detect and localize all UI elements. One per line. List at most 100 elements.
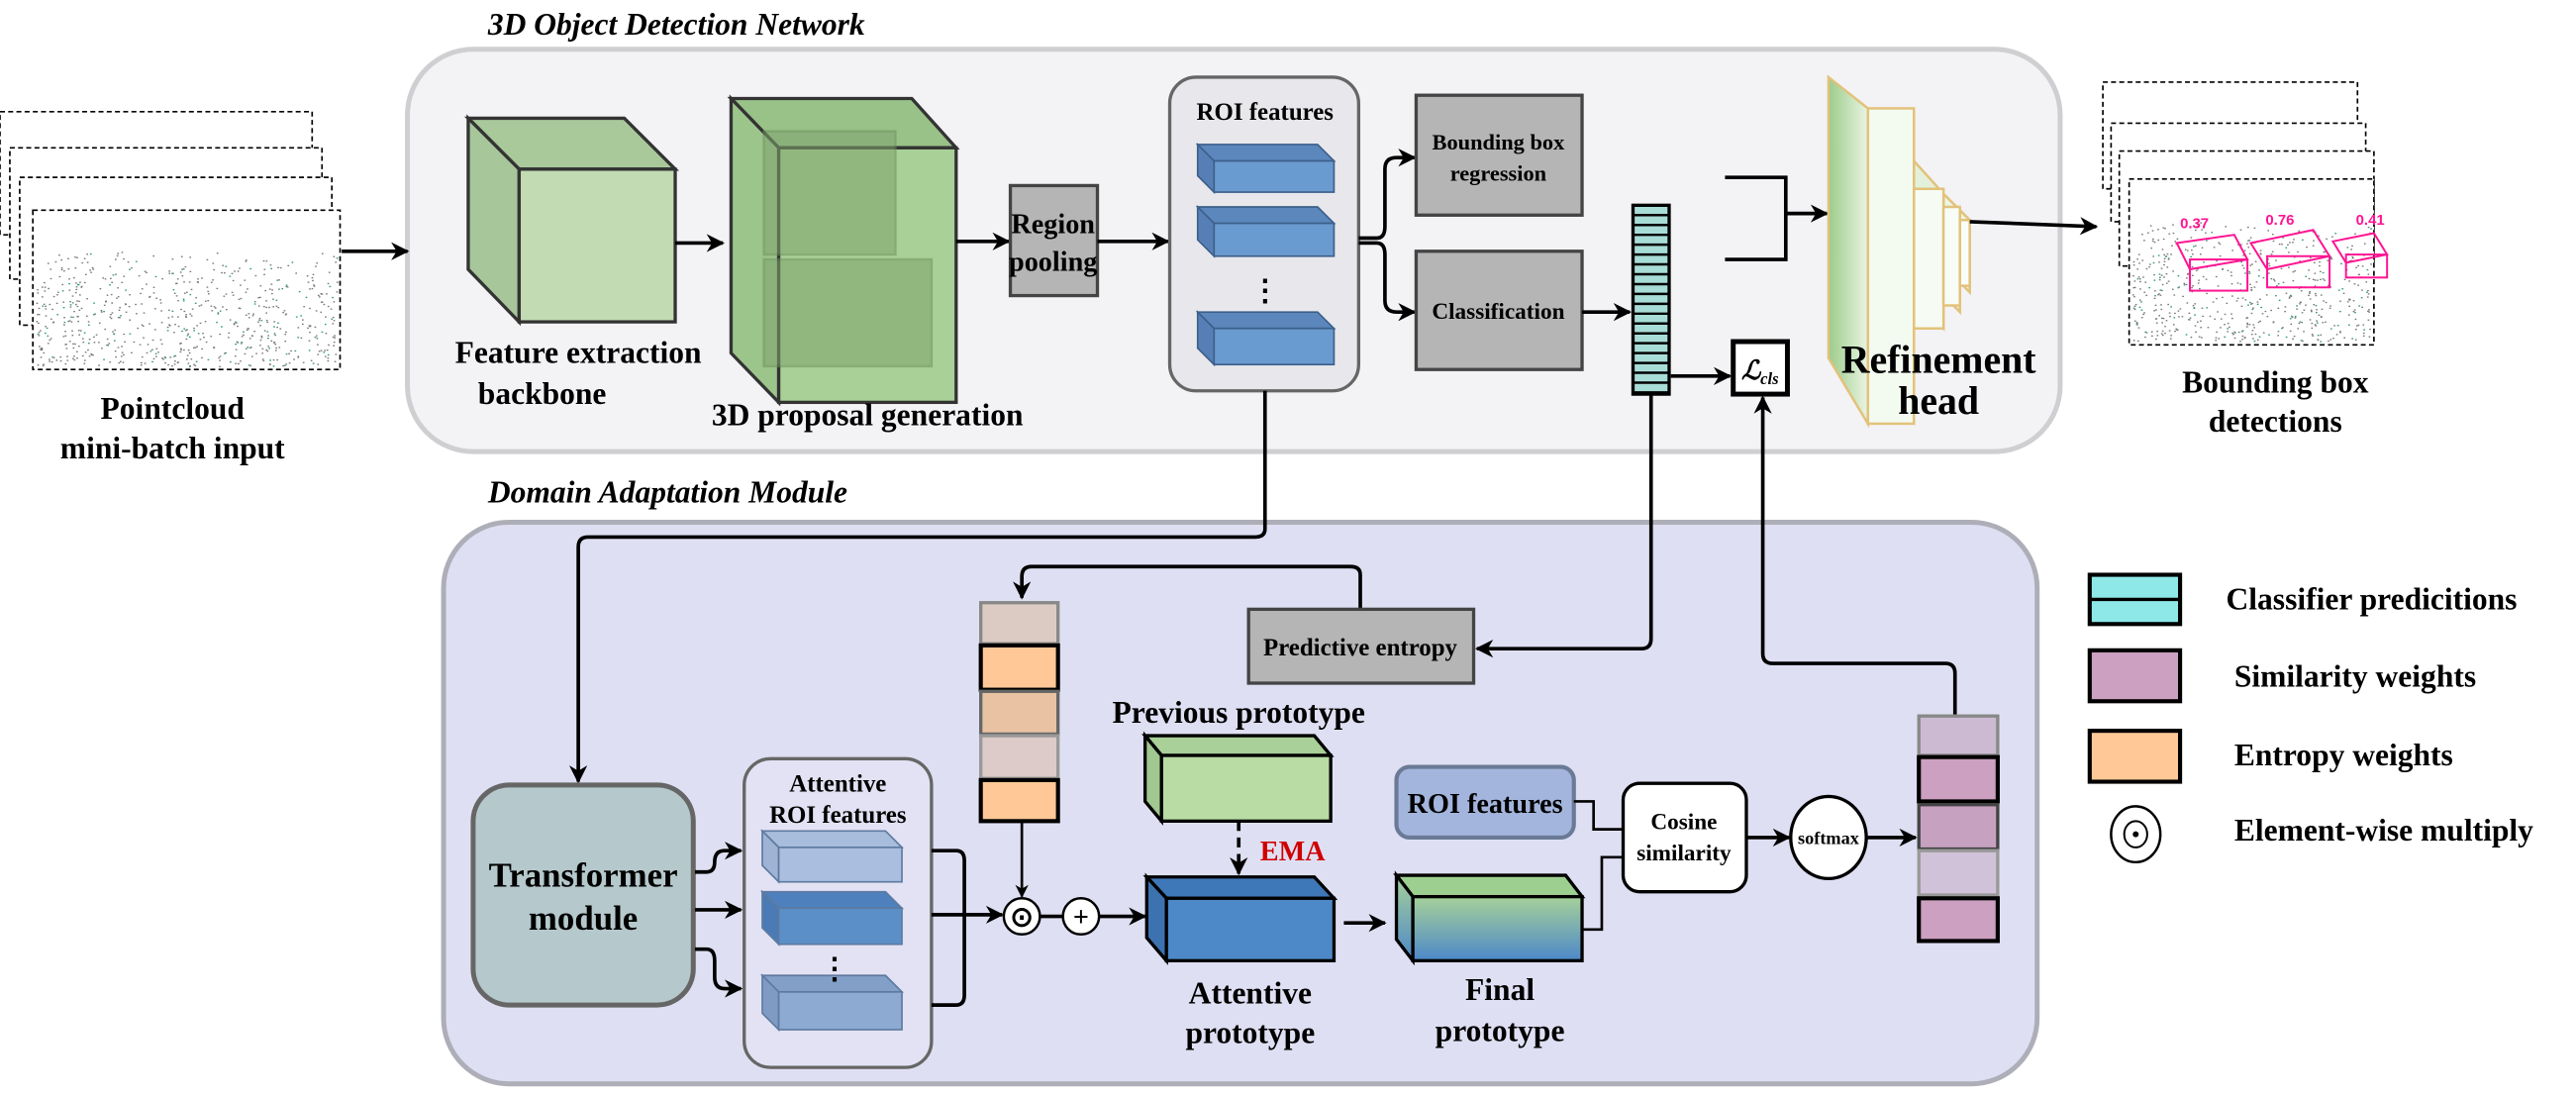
point [184, 330, 187, 332]
point [75, 286, 78, 288]
point [2156, 331, 2159, 333]
point [2211, 232, 2214, 234]
point [149, 296, 150, 298]
point [2149, 263, 2151, 265]
point [161, 277, 163, 280]
point [2148, 266, 2150, 268]
point [2194, 325, 2197, 327]
point [190, 288, 193, 291]
point [37, 314, 39, 316]
point [2245, 326, 2248, 328]
point [2366, 296, 2369, 298]
point [2367, 310, 2369, 312]
point [2178, 316, 2180, 318]
point [2322, 322, 2325, 324]
point [181, 274, 184, 277]
point [312, 273, 315, 275]
point [87, 343, 90, 345]
point [2196, 226, 2198, 228]
point [2339, 331, 2341, 333]
point [2368, 336, 2371, 338]
point [2133, 280, 2136, 282]
point [78, 334, 80, 336]
point [2248, 301, 2251, 304]
point [2233, 337, 2236, 340]
point [59, 355, 62, 358]
point [2325, 321, 2327, 323]
point [2354, 311, 2356, 314]
point [2253, 227, 2256, 230]
point [321, 331, 324, 334]
point [2209, 315, 2212, 318]
point [2190, 255, 2193, 258]
point [2369, 328, 2371, 331]
point [2174, 241, 2177, 243]
point [2162, 238, 2165, 241]
point [234, 270, 236, 272]
point [92, 353, 94, 356]
point [2314, 292, 2317, 295]
point [297, 337, 300, 339]
point [2133, 305, 2136, 308]
point [2137, 327, 2140, 329]
point [325, 316, 327, 318]
point [2168, 330, 2171, 332]
point [76, 300, 78, 302]
point [2233, 332, 2236, 334]
point [2249, 264, 2252, 266]
point [270, 292, 273, 295]
point [233, 323, 236, 325]
point [47, 343, 50, 345]
point [83, 362, 86, 364]
point [240, 360, 242, 362]
point [318, 296, 321, 298]
point [2193, 307, 2196, 309]
point [2166, 252, 2169, 255]
point [2367, 289, 2369, 292]
point [154, 352, 157, 354]
point [68, 320, 71, 322]
point [187, 333, 190, 336]
point [2254, 333, 2257, 336]
point [2201, 247, 2204, 249]
point [147, 344, 149, 346]
point [2186, 302, 2189, 304]
point [2270, 253, 2273, 255]
point [317, 353, 320, 355]
point [285, 285, 288, 288]
point [2155, 318, 2158, 320]
point [2348, 324, 2350, 326]
point [2239, 244, 2242, 246]
point [2328, 307, 2331, 309]
point [2291, 315, 2293, 318]
point [2247, 240, 2249, 242]
point [79, 281, 81, 283]
point [2262, 332, 2265, 334]
point [222, 264, 225, 266]
point [272, 365, 275, 367]
point [269, 264, 272, 266]
point [264, 289, 266, 292]
point [239, 267, 241, 269]
input-label-line2: mini-batch input [60, 431, 285, 465]
point [2200, 327, 2202, 329]
point [278, 279, 280, 281]
point [2318, 314, 2321, 316]
point [186, 335, 189, 337]
point [2200, 222, 2202, 224]
point [2289, 242, 2291, 244]
point [281, 287, 284, 290]
point [316, 338, 319, 340]
point [263, 273, 265, 275]
point [219, 365, 221, 368]
point [84, 273, 87, 275]
point [90, 352, 92, 355]
adaptation-module-title: Domain Adaptation Module [487, 475, 847, 510]
point [2153, 279, 2156, 281]
point [109, 284, 111, 286]
point [38, 313, 41, 316]
point [2170, 306, 2172, 308]
point [2173, 317, 2176, 319]
point [160, 322, 163, 324]
point [2155, 322, 2158, 324]
